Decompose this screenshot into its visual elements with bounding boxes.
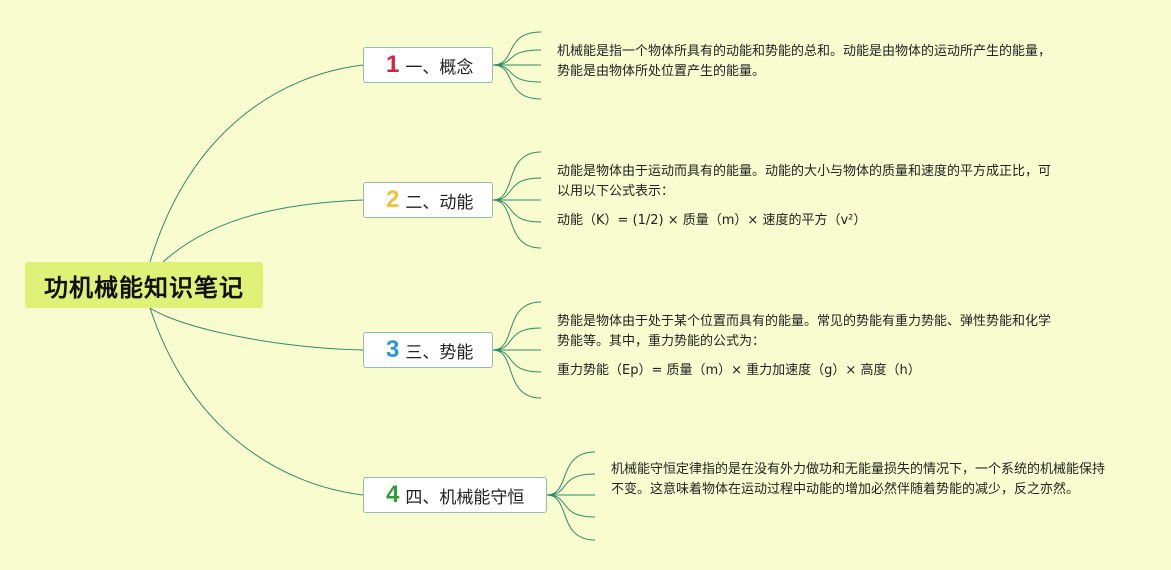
connector-topic-4-branch-1 (546, 451, 596, 496)
connector-root-topic-2 (162, 199, 364, 263)
connector-topic-4-branch-5 (546, 494, 596, 541)
topic-detail-text: 动能是物体由于运动而具有的能量。动能的大小与物体的质量和速度的平方成正比，可以用… (557, 164, 1052, 199)
connector-topic-1-branch-4 (492, 64, 542, 83)
topic-title: 二、动能 (405, 192, 474, 213)
topic-concept[interactable]: 1 一、概念 (363, 47, 493, 83)
topic-number-badge: 1 (386, 51, 400, 78)
root-topic-label: 功机械能知识笔记 (44, 273, 244, 302)
connector-topic-3-branch-5 (492, 349, 542, 399)
topic-number-badge: 4 (386, 481, 400, 508)
topic-detail-formula: 重力势能（Ep）= 质量（m）× 重力加速度（g）× 高度（h） (557, 363, 921, 378)
connector-topic-2-branch-1 (492, 151, 542, 201)
connector-topic-1-branch-1 (492, 31, 542, 66)
connector-topic-4-branch-2 (546, 473, 596, 496)
topic-title: 一、概念 (405, 57, 474, 78)
topic-title: 三、势能 (405, 342, 474, 363)
root-topic[interactable]: 功机械能知识笔记 (25, 262, 263, 308)
connector-topic-2-branch-5 (492, 199, 542, 249)
topic-energy-conservation[interactable]: 4 四、机械能守恒 (363, 477, 547, 513)
connector-topic-3-branch-2 (492, 327, 542, 351)
connector-topic-2-branch-2 (492, 177, 542, 201)
connector-topic-1-branch-2 (492, 49, 542, 66)
topic-kinetic-energy[interactable]: 2 二、动能 (363, 182, 493, 218)
topic-detail-text: 机械能是指一个物体所具有的动能和势能的总和。动能是由物体的运动所产生的能量，势能… (557, 44, 1052, 79)
connector-root-topic-1 (149, 64, 364, 263)
topic-detail-formula: 动能（K）= (1/2) × 质量（m）× 速度的平方（v²） (557, 213, 867, 228)
connector-topic-1-branch-5 (492, 64, 542, 100)
topic-detail-text: 势能是物体由于处于某个位置而具有的能量。常见的势能有重力势能、弹性势能和化学势能… (557, 314, 1052, 349)
topic-title: 四、机械能守恒 (405, 487, 525, 508)
topic-number-badge: 3 (386, 336, 400, 363)
connector-topic-4-branch-4 (546, 494, 596, 518)
connector-topic-3-branch-4 (492, 349, 542, 373)
connector-root-topic-4 (149, 307, 364, 496)
connector-topic-3-branch-1 (492, 301, 542, 351)
connector-topic-2-branch-4 (492, 199, 542, 223)
topic-detail-text: 机械能守恒定律指的是在没有外力做功和无能量损失的情况下，一个系统的机械能保持不变… (611, 462, 1106, 497)
connector-root-topic-3 (149, 307, 364, 351)
topic-number-badge: 2 (386, 186, 400, 213)
topic-potential-energy[interactable]: 3 三、势能 (363, 332, 493, 368)
